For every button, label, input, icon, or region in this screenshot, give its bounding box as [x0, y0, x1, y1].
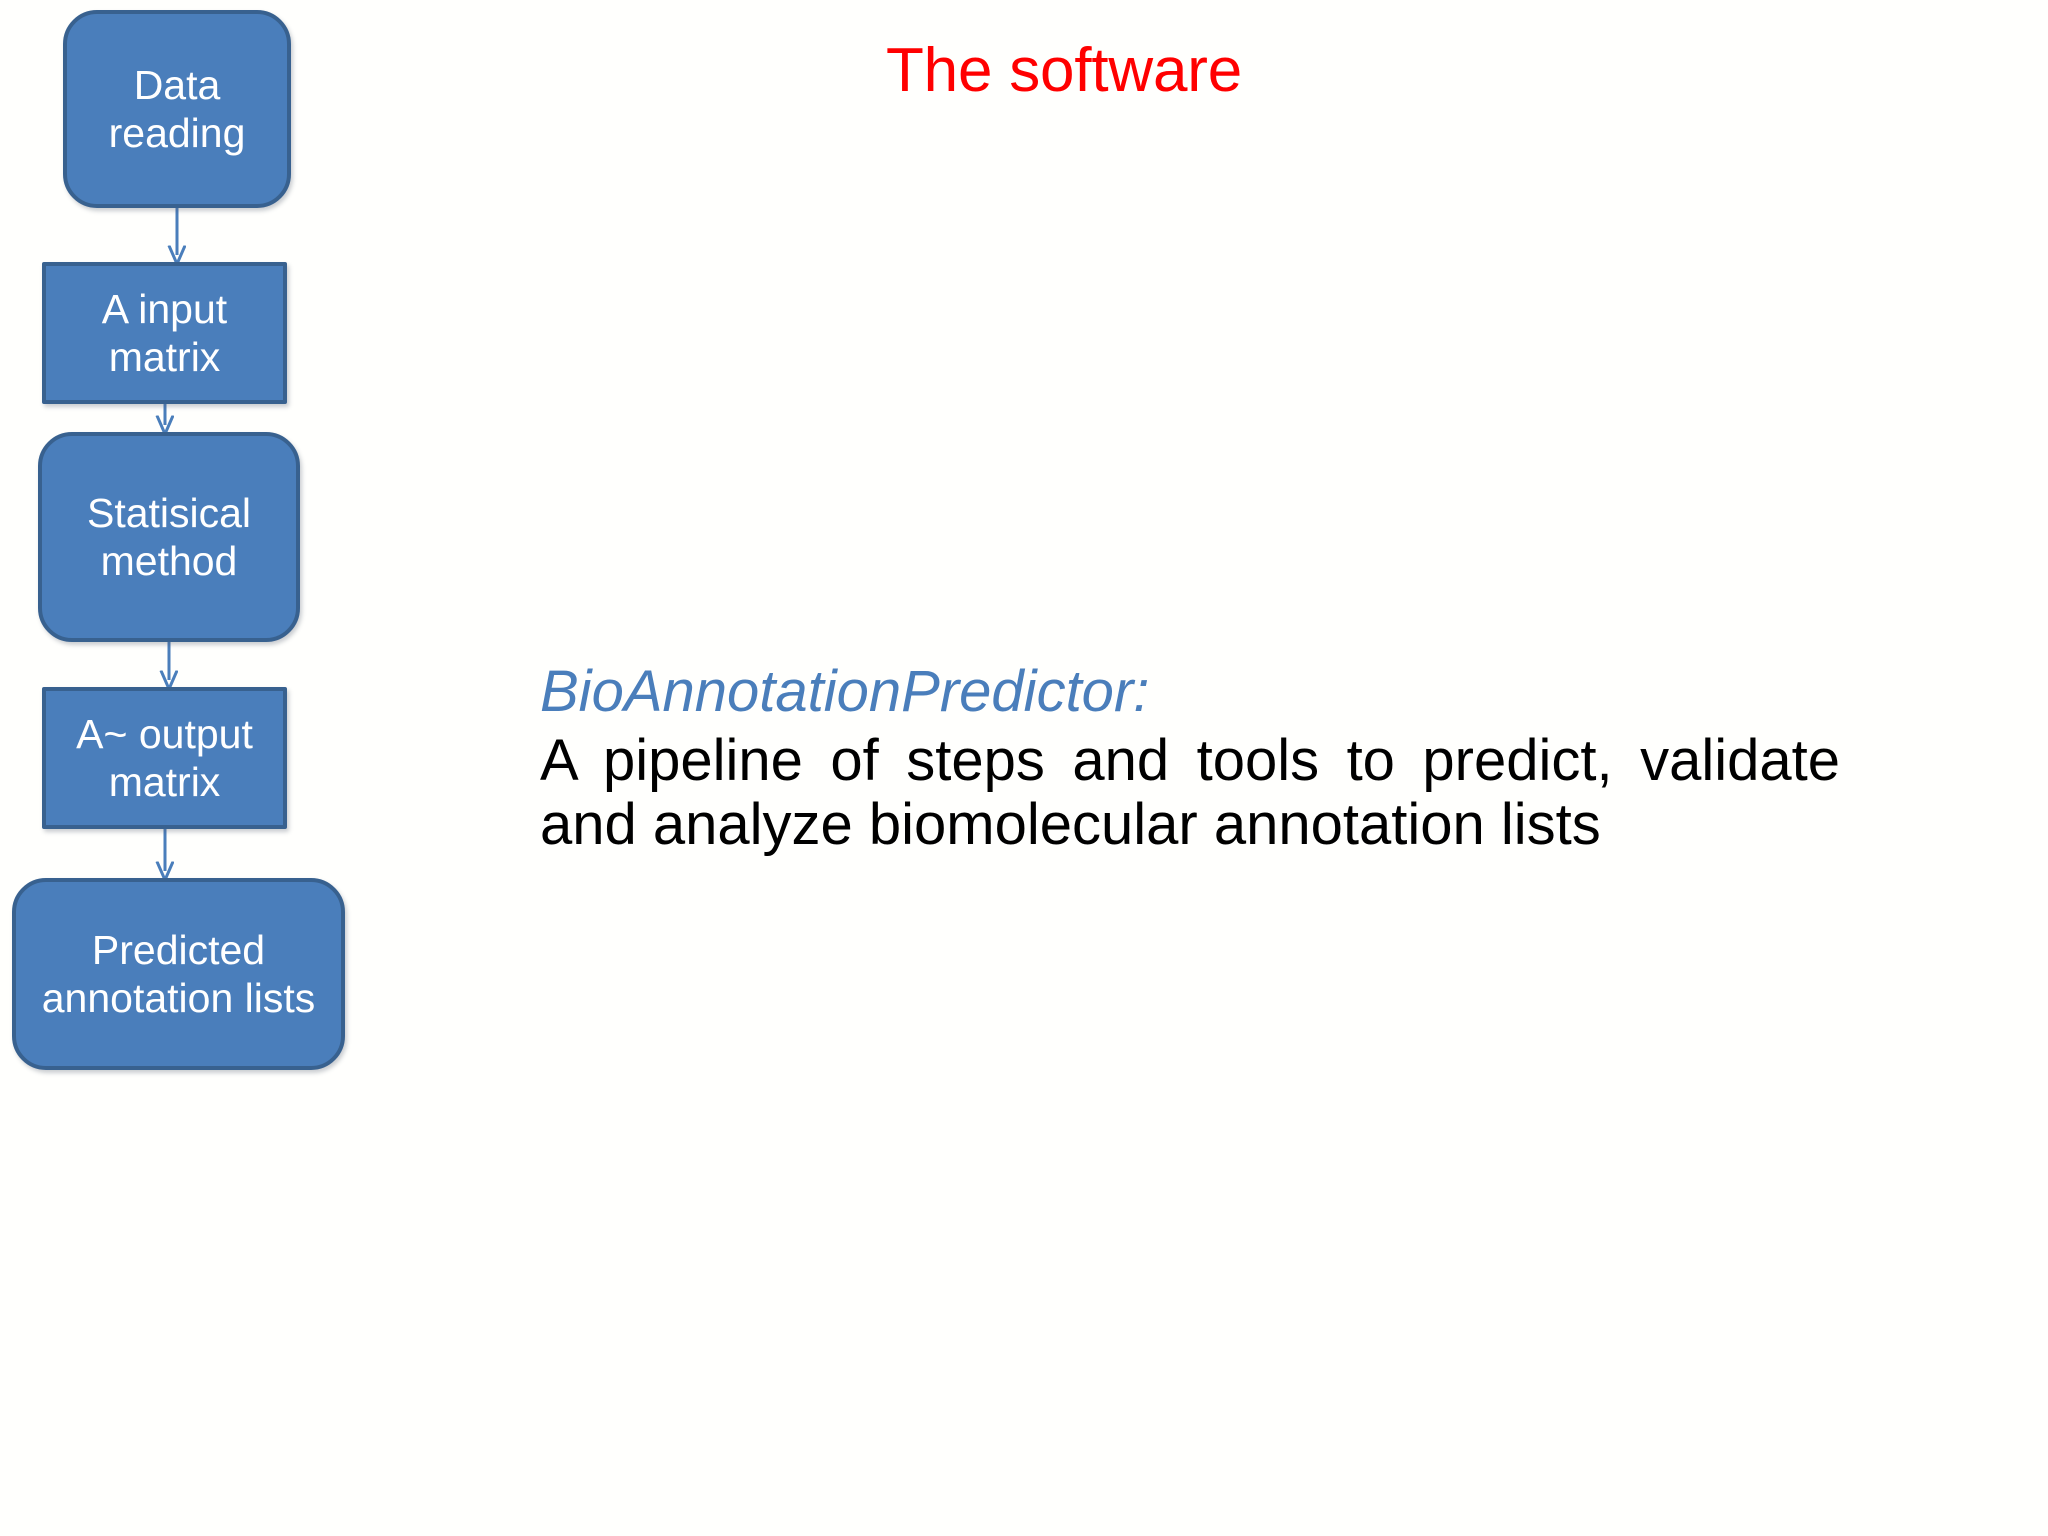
product-name: BioAnnotationPredictor: [540, 659, 1150, 724]
software-description-block: BioAnnotationPredictor: A pipeline of st… [540, 659, 1840, 857]
flow-step-label: A input matrix [101, 285, 228, 380]
flow-step-label: Statisical method [86, 489, 252, 584]
pipeline-flowchart: Data reading A input matrix Statisical m… [0, 0, 380, 1100]
flow-step-data-reading[interactable]: Data reading [63, 10, 291, 208]
slide-title-text: The software [886, 36, 1242, 105]
flow-step-statistical-method[interactable]: Statisical method [38, 432, 300, 642]
flow-step-output-matrix[interactable]: A~ output matrix [42, 687, 287, 829]
flow-step-label: Predicted annotation lists [41, 926, 316, 1021]
slide-title: The software [0, 38, 2048, 103]
flow-step-predicted-annotation-lists[interactable]: Predicted annotation lists [12, 878, 345, 1070]
flow-step-label: A~ output matrix [76, 710, 253, 805]
flow-step-input-matrix[interactable]: A input matrix [42, 262, 287, 404]
product-description: A pipeline of steps and tools to predict… [540, 727, 1840, 857]
flow-step-label: Data reading [108, 61, 246, 156]
